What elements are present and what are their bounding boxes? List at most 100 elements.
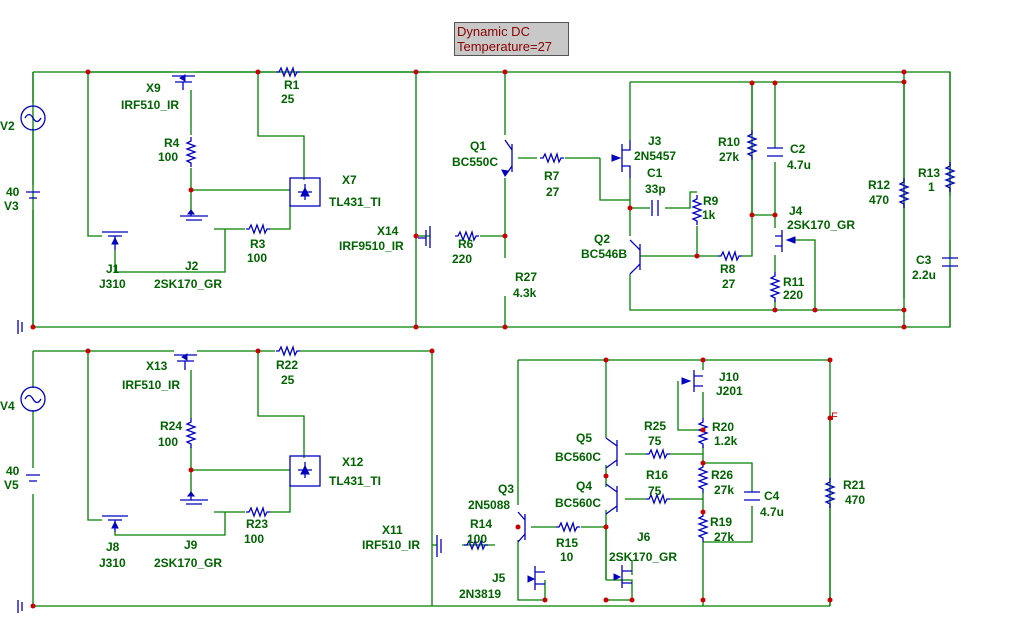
label-q2: Q2 [594,232,610,246]
label-r16: R16 [646,468,668,482]
label-r12-value: 470 [869,193,889,207]
q5-bjt-symbol [605,437,618,469]
r26-resistor-symbol [698,462,708,494]
analysis-mode: Dynamic DC [457,24,530,39]
label-f-marker: F [831,411,838,423]
label-r20-value: 1.2k [714,434,738,448]
label-j9-model: 2SK170_GR [154,556,222,570]
label-r22-value: 25 [281,373,295,387]
label-r15-value: 10 [560,550,574,564]
label-r24-value: 100 [158,435,178,449]
label-r4: R4 [164,136,180,150]
label-q4-model: BC560C [555,496,601,510]
label-r14: R14 [470,517,492,531]
r7-resistor-symbol [539,153,565,163]
r4-resistor-symbol [186,136,196,168]
label-q2-model: BC546B [581,247,627,261]
label-q5-model: BC560C [555,450,601,464]
label-j1-model: J310 [99,277,126,291]
label-j1: J1 [106,262,120,276]
r19-resistor-symbol [698,511,708,543]
label-j3: J3 [648,134,662,148]
label-r19-value: 27k [714,530,734,544]
top-nodes [30,69,907,330]
label-q1-model: BC550C [452,155,498,169]
label-q3-model: 2N5088 [468,498,510,512]
label-x9-model: IRF510_IR [121,98,179,112]
label-x11-model: IRF510_IR [362,538,420,552]
r20-resistor-symbol [698,417,708,449]
label-r24: R24 [160,419,182,433]
label-v3: V3 [4,199,19,213]
label-x12-model: TL431_TI [329,474,381,488]
label-j10-model: J201 [716,384,743,398]
r9-resistor-symbol [692,194,702,226]
label-r6-value: 220 [452,252,472,266]
top-components [17,67,958,334]
label-x14: X14 [377,224,399,238]
label-r21: R21 [843,478,865,492]
label-v3-value: 40 [6,185,20,199]
q4-bjt-symbol [605,483,618,515]
c4-capacitor-symbol [744,491,760,501]
q2-bjt-symbol [629,239,641,275]
label-c4-value: 4.7u [760,505,784,519]
analysis-temperature: Temperature=27 [457,39,553,54]
j3-jfet-symbol [621,140,631,178]
label-j4: J4 [789,204,803,218]
label-c3-value: 2.2u [912,268,936,282]
label-x13: X13 [146,359,168,373]
label-r11: R11 [783,275,805,289]
label-r4-value: 100 [158,150,178,164]
label-j8: J8 [106,540,120,554]
bottom-components [17,346,835,613]
label-j3-model: 2N5457 [634,149,676,163]
q3-bjt-symbol [517,511,526,543]
label-r19: R19 [710,515,732,529]
label-r14-value: 100 [467,532,487,546]
label-r27-value: 4.3k [513,286,537,300]
j5-jfet-symbol [534,566,545,590]
c3-capacitor-symbol [942,257,958,267]
label-x14-model: IRF9510_IR [339,239,404,253]
c1-capacitor-symbol [651,200,659,216]
label-q1: Q1 [470,139,486,153]
c2-capacitor-symbol [767,147,783,157]
j10-jfet-symbol [693,370,703,392]
label-r13-value: 1 [928,180,935,194]
r25-resistor-symbol [645,449,671,459]
x7-tl431-symbol [289,177,321,207]
label-r6: R6 [458,237,474,251]
label-c3: C3 [916,253,932,267]
label-x9: X9 [146,81,161,95]
analysis-info-box: Dynamic DC Temperature=27 [454,22,569,56]
label-x12: X12 [342,455,364,469]
r3-resistor-symbol [245,224,271,234]
label-v2: V2 [0,119,15,133]
bottom-labels: V4 40 V5 X13 IRF510_IR R24 100 R22 25 X1… [0,358,865,601]
label-v5: V5 [4,478,19,492]
label-r27: R27 [515,270,537,284]
label-j5-model: 2N3819 [459,587,501,601]
r11-resistor-symbol [770,271,780,303]
label-c1-value: 33p [645,182,666,196]
label-r22: R22 [276,358,298,372]
label-v5-value: 40 [6,464,20,478]
label-r23-value: 100 [244,532,264,546]
v2-source-symbol [20,105,46,131]
label-c2: C2 [790,142,806,156]
v4-source-symbol [20,386,46,412]
label-j2: J2 [185,259,199,273]
r23-resistor-symbol [245,507,271,517]
label-j2-model: 2SK170_GR [154,277,222,291]
label-r13: R13 [918,166,940,180]
ground-icon-top [17,320,23,334]
label-j8-model: J310 [99,556,126,570]
r24-resistor-symbol [186,417,196,449]
label-r11-value: 220 [783,288,803,302]
label-v4: V4 [0,399,15,413]
label-q3: Q3 [498,482,514,496]
label-r10-value: 27k [719,150,739,164]
label-r12: R12 [868,178,890,192]
label-r3-value: 100 [247,251,267,265]
